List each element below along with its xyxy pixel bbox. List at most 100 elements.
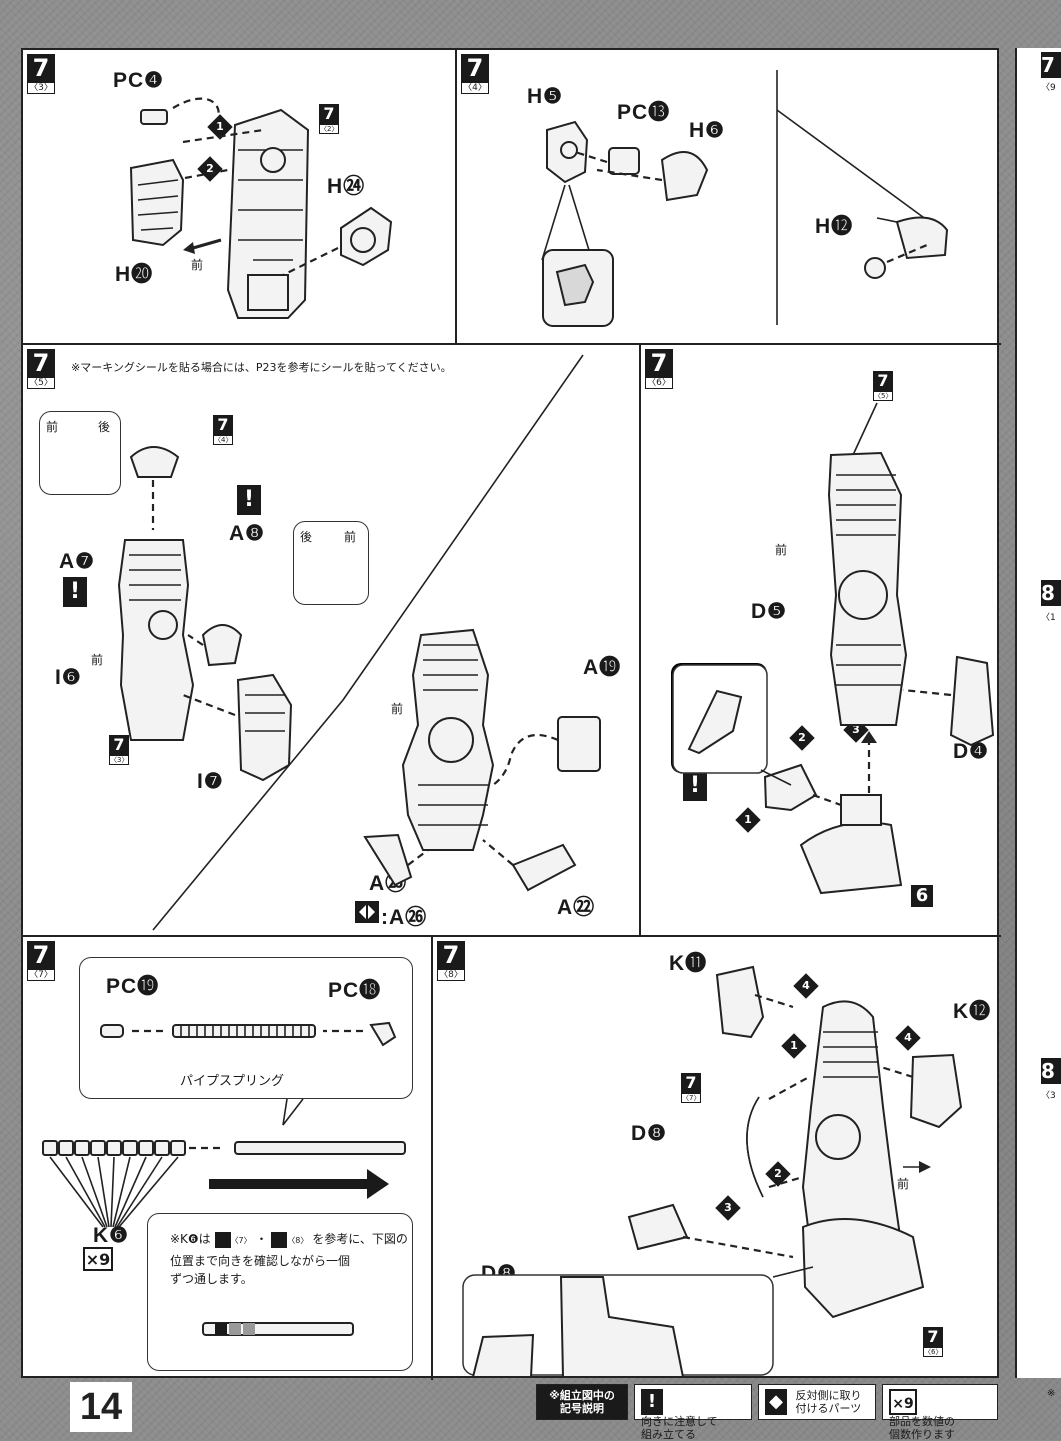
mirror-part-icon <box>355 901 379 923</box>
legend-mirror-line1: 反対側に取り <box>795 1389 862 1402</box>
edge-step-mark-2: 8 <box>1041 580 1061 606</box>
panel-7-3: 7 〈3〉 PC❹ H⓴ H㉔ 前 7 〈2〉 1 2 <box>23 50 457 345</box>
back-label: 後 <box>98 420 111 434</box>
diagram-head-assembly <box>541 70 949 327</box>
step-ref-large: 6 <box>911 885 933 907</box>
panel-7-8: 7 〈8〉 K⓫ K⓬ D❽ D❽ 前 7 〈7〉 7 〈6〉 1 2 3 4 … <box>433 937 1001 1380</box>
callout-threading-note: ※K❻は 〈7〉 ・ 〈8〉 を参考に、下図の 位置まで向きを確認しながら一個 … <box>147 1213 413 1371</box>
step-number: 7 <box>27 349 55 377</box>
ref-number: 7 <box>213 415 233 435</box>
ref-sub: 〈4〉 <box>213 435 233 445</box>
legend-count: ×9 部品を数値の 個数作ります <box>882 1384 998 1441</box>
part-label: A❼ <box>59 550 95 573</box>
part-label: D❺ <box>751 600 787 623</box>
legend-caution: ! 向きに注意して 組み立てる <box>634 1384 752 1441</box>
mirror-part-icon: ◆ <box>765 1389 787 1415</box>
step-badge: 7 〈4〉 <box>461 54 491 94</box>
part-label: A❽ <box>229 522 265 545</box>
front-label: 前 <box>391 702 404 716</box>
part-label: K⓫ <box>669 952 708 975</box>
part-label: I❼ <box>197 770 224 793</box>
part-label: PC⓲ <box>328 979 382 1002</box>
step-number: 7 <box>437 941 465 969</box>
sticker-note: ※マーキングシールを貼る場合には、P23を参考にシールを貼ってください。 <box>71 361 452 374</box>
front-label: 前 <box>897 1177 910 1191</box>
diagram-spring-assembly <box>42 1021 406 1336</box>
part-label: H❻ <box>689 119 725 142</box>
part-label: PC⓳ <box>106 975 160 998</box>
step-sub: 〈4〉 <box>461 82 489 94</box>
legend-title-line1: ※組立図中の <box>549 1389 615 1402</box>
front-label: 前 <box>775 543 788 557</box>
caution-icon: ! <box>63 577 87 607</box>
part-label: H㉔ <box>327 175 366 198</box>
legend-count-line1: 部品を数値の <box>889 1415 955 1428</box>
step-sub: 〈6〉 <box>645 377 673 389</box>
panel-7-6: 7 〈6〉 7 〈5〉 前 D❺ D❹ A⓬ ! 1 2 3 6 <box>641 345 1001 937</box>
step-badge: 7 〈7〉 <box>27 941 57 981</box>
diagram-torso-assembly <box>671 402 995 895</box>
part-label: H❺ <box>527 85 563 108</box>
edge-step-mark: 7 <box>1041 52 1061 78</box>
edge-step-mark-3: 8 <box>1041 1058 1061 1084</box>
ref-sub: 〈8〉 <box>287 1236 309 1245</box>
note-prefix: ※K❻は <box>170 1232 211 1246</box>
legend-title: ※組立図中の 記号説明 <box>536 1384 628 1420</box>
diagram-body-assembly <box>117 354 601 931</box>
part-label: K❻ <box>93 1224 129 1247</box>
back-label: 後 <box>300 530 313 544</box>
step-number: 7 <box>27 54 55 82</box>
step-sub: 〈7〉 <box>27 969 55 981</box>
spring-label: パイプスプリング <box>180 1074 285 1089</box>
count-badge: ×9 <box>83 1247 113 1271</box>
caution-icon: ! <box>683 771 707 801</box>
ref-number: 7 <box>873 371 893 391</box>
step-sub: 〈8〉 <box>437 969 465 981</box>
part-label: A㉒ <box>557 896 596 919</box>
caution-icon: ! <box>237 485 261 515</box>
ref-number: 7 <box>109 735 129 755</box>
panel-7-5: 7 〈5〉 ※マーキングシールを貼る場合には、P23を参考にシールを貼ってくださ… <box>23 345 641 937</box>
count-icon: ×9 <box>889 1389 917 1415</box>
front-label: 前 <box>191 258 204 272</box>
step-reference: 7 〈5〉 <box>873 371 895 401</box>
legend-caution-line1: 向きに注意して <box>641 1415 718 1428</box>
part-label: D❹ <box>953 740 989 763</box>
part-label-mirror: :A㉖ <box>381 906 428 929</box>
step-sub: 〈5〉 <box>27 377 55 389</box>
edge-note-mark: ※ <box>1047 1388 1056 1399</box>
part-label: H⓬ <box>815 215 854 238</box>
ref-sub: 〈7〉 <box>230 1236 252 1245</box>
ref-number: 7 <box>923 1327 943 1347</box>
step-badge: 7 〈5〉 <box>27 349 57 389</box>
diagram-waist-assembly <box>462 965 963 1378</box>
front-label: 前 <box>91 653 104 667</box>
part-label: D❽ <box>631 1122 667 1145</box>
next-page-edge: 7 〈9 8 〈1 8 〈3 ※ <box>1015 48 1061 1399</box>
caution-icon: ! <box>641 1389 663 1415</box>
legend-count-line2: 個数作ります <box>889 1428 955 1441</box>
instruction-sheet: 7 〈3〉 PC❹ H⓴ H㉔ 前 7 〈2〉 1 2 <box>21 48 1001 1380</box>
step-badge: 7 〈8〉 <box>437 941 467 981</box>
step-reference: 7 〈2〉 <box>319 104 341 134</box>
step-reference: 7 〈4〉 <box>213 415 235 445</box>
step-badge: 7 〈3〉 <box>27 54 57 94</box>
ref-sub: 〈3〉 <box>109 755 129 765</box>
step-ref-icon <box>214 1231 231 1248</box>
legend-mirror-line2: 付けるパーツ <box>795 1402 862 1415</box>
panel-7-7: 7 〈7〉 PC⓳ PC⓲ パイプスプリング K❻ ×9 ※K❻は 〈7〉 ・ … <box>23 937 433 1380</box>
ref-number: 7 <box>319 104 339 124</box>
legend-mirror: ◆ 反対側に取り 付けるパーツ <box>758 1384 876 1420</box>
legend-title-line2: 記号説明 <box>560 1402 604 1415</box>
diagram-arm-assembly <box>129 97 393 319</box>
note-line-2: 位置まで向きを確認しながら一個 <box>170 1254 351 1268</box>
step-number: 7 <box>461 54 489 82</box>
step-sub: 〈3〉 <box>27 82 55 94</box>
step-reference: 7 〈6〉 <box>923 1327 945 1357</box>
ref-sub: 〈5〉 <box>873 391 893 401</box>
page-number: 14 <box>70 1382 132 1432</box>
step-reference: 7 〈7〉 <box>681 1073 703 1103</box>
part-label: I❻ <box>55 666 82 689</box>
step-number: 7 <box>645 349 673 377</box>
front-label: 前 <box>344 530 357 544</box>
